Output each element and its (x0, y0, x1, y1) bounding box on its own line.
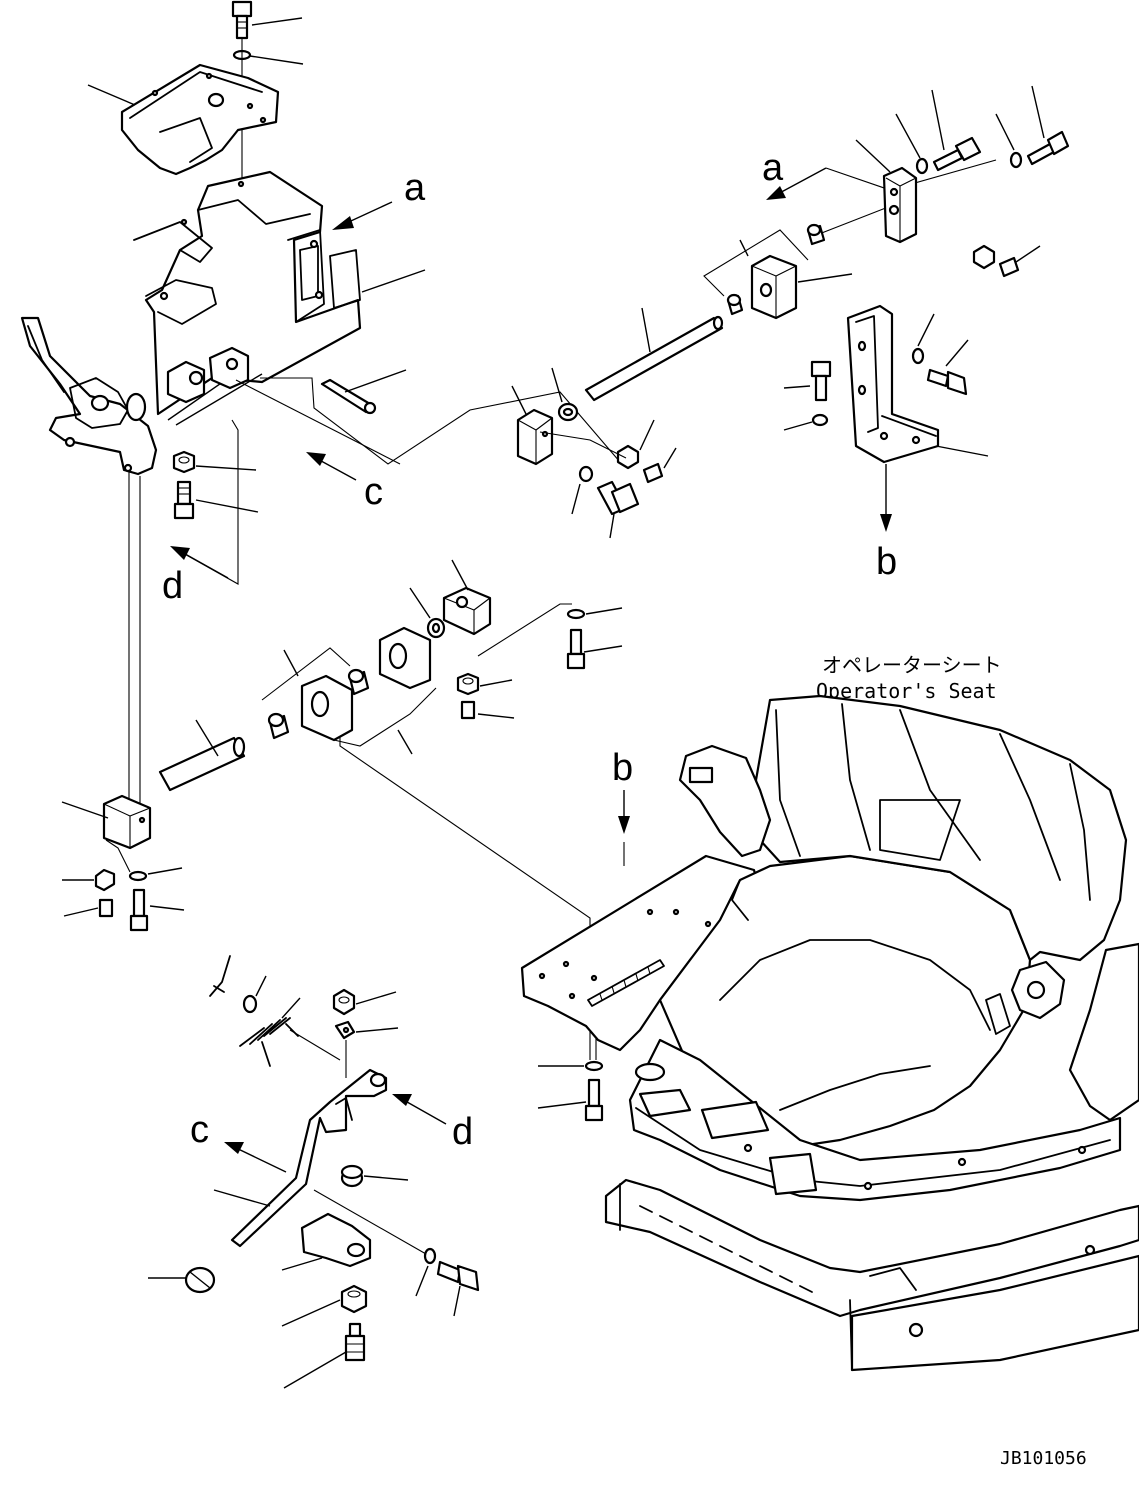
callout-letter-a: a (404, 167, 426, 209)
top-bolt (231, 0, 304, 190)
callout-d-top: d (162, 546, 229, 607)
washer-bracket-right (911, 313, 935, 365)
seat-bolt (537, 1078, 604, 1122)
bolt-small-mid (566, 628, 623, 670)
nut-mid (616, 419, 655, 470)
support-bracket-right (846, 304, 989, 464)
setscrew-lower-left (63, 898, 114, 918)
callout-letter-b-lower: b (612, 747, 633, 789)
pedal-arm (20, 316, 158, 476)
pin-long (320, 369, 407, 415)
callout-c-lower: c (190, 1109, 287, 1173)
nut-block (456, 672, 513, 696)
setscrew-block (460, 700, 515, 720)
screw-mid (642, 447, 677, 484)
callout-letter-d-lower: d (452, 1111, 473, 1153)
callout-letter-d: d (162, 565, 183, 607)
seat-label-jp: オペレーターシート (822, 653, 1002, 677)
bushing-right (703, 223, 826, 316)
bracket-block-left (166, 346, 250, 404)
bushing-mid-1 (347, 668, 370, 696)
rod-short (158, 719, 246, 792)
washer-spring (242, 975, 267, 1014)
plate-right (855, 139, 918, 244)
callout-b-lower: b (612, 747, 633, 834)
washer-right-2 (995, 113, 1023, 169)
nut-upper-left (172, 450, 257, 474)
drawing-id: JB101056 (1000, 1448, 1087, 1469)
washer-lever (334, 1020, 399, 1040)
bolt-upper-left (173, 480, 259, 520)
callout-letter-c: c (364, 471, 383, 513)
half-block-lower (300, 674, 354, 742)
callout-letter-c-lower: c (190, 1109, 209, 1151)
shaft (584, 307, 724, 402)
mounting-bracket (133, 170, 426, 426)
console-cover (87, 63, 280, 176)
callout-c-top: c (306, 452, 383, 513)
bolt-vert-right (783, 360, 832, 402)
bolt-bracket-right (926, 339, 969, 396)
nut-lever (332, 988, 397, 1016)
washer-vert-right (783, 413, 829, 431)
washer-lower-left (128, 867, 183, 882)
block-right (750, 254, 853, 320)
washer-right-1 (895, 113, 929, 175)
washer-block (409, 587, 446, 639)
pedal-lever (213, 1068, 388, 1248)
cap-screw-head (148, 1266, 216, 1294)
block-mid-upper (442, 559, 492, 636)
callout-d-lower: d (392, 1094, 473, 1153)
stud-pivot (283, 1322, 366, 1389)
callout-letter-a-right: a (762, 147, 784, 189)
bolt-lower-left (129, 888, 185, 932)
callout-letter-b: b (876, 541, 897, 583)
nut-pivot (281, 1284, 368, 1327)
washer-mid-2 (571, 465, 594, 515)
callout-a-top: a (332, 167, 426, 230)
callout-b-top: b (876, 464, 897, 583)
washer-mid (551, 367, 579, 422)
half-block-upper (378, 626, 432, 690)
screw-right (998, 245, 1041, 278)
nut-right (972, 244, 996, 270)
washer-pivot (415, 1247, 437, 1297)
callout-a-right: a (762, 147, 827, 200)
operator-seat (520, 694, 1139, 1372)
block-lower-left (61, 794, 152, 850)
nut-lower-left (62, 868, 116, 892)
bolt-right-1 (931, 89, 982, 172)
pivot-bracket (281, 1212, 372, 1271)
bushing-mid-2 (267, 712, 290, 740)
clip-pin (209, 955, 231, 997)
seat-washer (538, 1060, 604, 1072)
bolt-pivot (436, 1260, 480, 1317)
block-mid (511, 385, 554, 466)
washer-small-mid (566, 607, 623, 620)
seat-label: オペレーターシート Operator's Seat (816, 653, 1002, 703)
bolt-right-2 (1026, 85, 1070, 166)
torsion-spring (239, 997, 341, 1067)
bushing-lower (340, 1164, 409, 1188)
bolt-mid (596, 480, 640, 539)
